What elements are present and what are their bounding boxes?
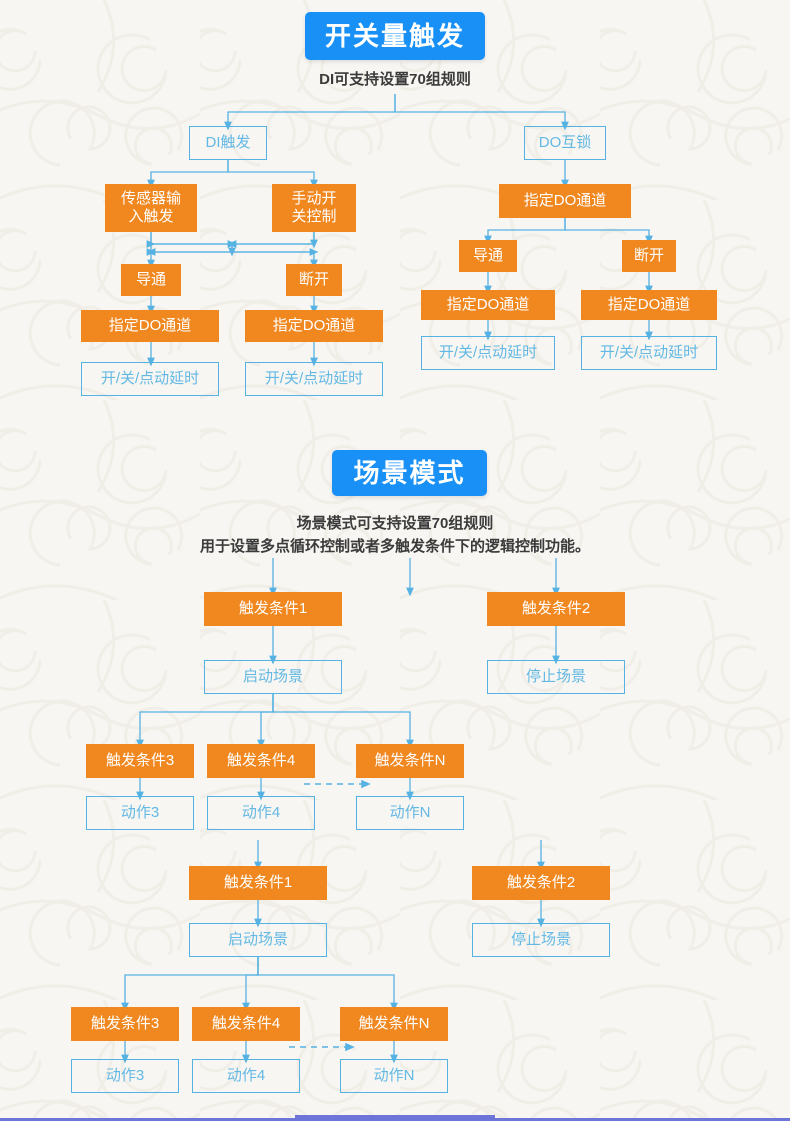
section-caption-scene-mode: 场景模式可支持设置70组规则 用于设置多点循环控制或者多触发条件下的逻辑控制功能…: [199, 514, 590, 555]
node-g1-stop-scene[interactable]: 停止场景: [487, 660, 625, 694]
node-g1-action-n[interactable]: 动作N: [356, 796, 464, 830]
node-di-delay-right[interactable]: 开/关/点动延时: [245, 362, 383, 396]
node-g1-trigger-n[interactable]: 触发条件N: [356, 744, 464, 778]
node-di-disconnect[interactable]: 断开: [286, 264, 342, 296]
section-header-scene-mode: 场景模式: [332, 450, 487, 496]
node-di-conduct[interactable]: 导通: [121, 264, 181, 296]
node-di-do-channel-right[interactable]: 指定DO通道: [245, 310, 383, 342]
node-do-channel-left[interactable]: 指定DO通道: [421, 290, 555, 320]
node-di-do-channel-left[interactable]: 指定DO通道: [81, 310, 219, 342]
node-di-delay-left[interactable]: 开/关/点动延时: [81, 362, 219, 396]
node-g2-trigger-2[interactable]: 触发条件2: [472, 866, 610, 900]
node-di-trigger[interactable]: DI触发: [189, 126, 267, 160]
node-g2-action-3[interactable]: 动作3: [71, 1059, 179, 1093]
node-g1-trigger-3[interactable]: 触发条件3: [86, 744, 194, 778]
footer-divider-accent: [295, 1115, 495, 1118]
node-g1-trigger-1[interactable]: 触发条件1: [204, 592, 342, 626]
node-g2-trigger-n[interactable]: 触发条件N: [340, 1007, 448, 1041]
node-g2-action-4[interactable]: 动作4: [192, 1059, 300, 1093]
node-do-interlock[interactable]: DO互锁: [524, 126, 606, 160]
node-g1-trigger-2[interactable]: 触发条件2: [487, 592, 625, 626]
node-do-channel-top[interactable]: 指定DO通道: [499, 184, 631, 218]
node-g2-trigger-1[interactable]: 触发条件1: [189, 866, 327, 900]
node-manual-switch-control[interactable]: 手动开 关控制: [272, 184, 356, 232]
node-g1-action-3[interactable]: 动作3: [86, 796, 194, 830]
node-g1-start-scene[interactable]: 启动场景: [204, 660, 342, 694]
node-g1-action-4[interactable]: 动作4: [207, 796, 315, 830]
node-do-delay-left[interactable]: 开/关/点动延时: [421, 336, 555, 370]
node-do-channel-right[interactable]: 指定DO通道: [581, 290, 717, 320]
node-sensor-input-trigger[interactable]: 传感器输 入触发: [105, 184, 197, 232]
section-header-switch-trigger: 开关量触发: [305, 12, 485, 60]
node-g2-trigger-4[interactable]: 触发条件4: [192, 1007, 300, 1041]
node-do-conduct[interactable]: 导通: [459, 240, 517, 272]
node-do-disconnect[interactable]: 断开: [622, 240, 676, 272]
node-g2-action-n[interactable]: 动作N: [340, 1059, 448, 1093]
node-g2-trigger-3[interactable]: 触发条件3: [71, 1007, 179, 1041]
node-do-delay-right[interactable]: 开/关/点动延时: [581, 336, 717, 370]
node-g2-stop-scene[interactable]: 停止场景: [472, 923, 610, 957]
section-caption-switch-trigger: DI可支持设置70组规则: [319, 71, 471, 89]
node-g2-start-scene[interactable]: 启动场景: [189, 923, 327, 957]
node-g1-trigger-4[interactable]: 触发条件4: [207, 744, 315, 778]
